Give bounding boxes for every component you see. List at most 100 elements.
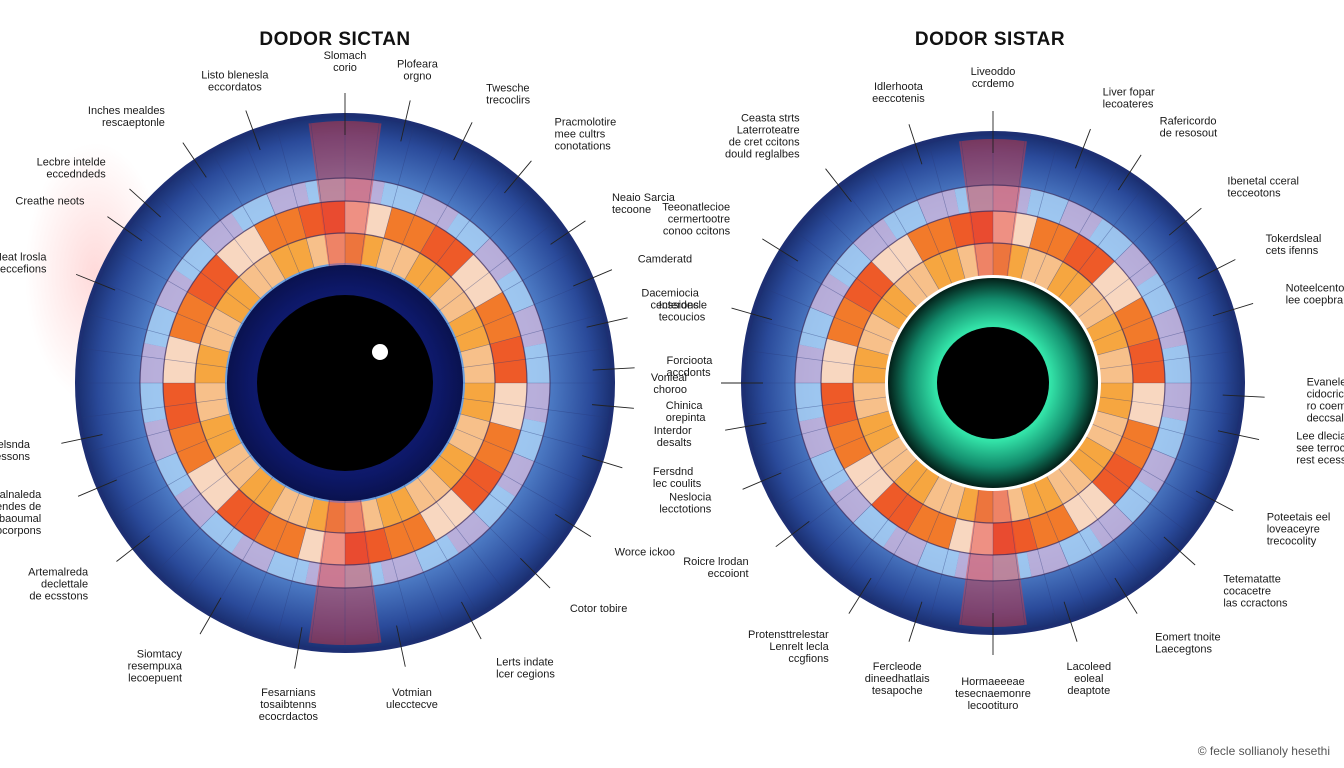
iris-zone-segment: [1026, 541, 1069, 578]
radial-spoke: [843, 187, 930, 300]
radial-spoke: [898, 479, 954, 611]
iris-inner-segment: [429, 443, 475, 490]
iris-inner-segment: [894, 261, 940, 308]
radial-spoke: [212, 485, 287, 612]
iris-orange-segment: [871, 234, 923, 285]
radial-spoke: [276, 127, 315, 270]
iris-zone-segment: [231, 534, 276, 573]
radial-spoke: [818, 208, 919, 309]
label-leader-line: [742, 472, 782, 490]
iris-inner-segment: [200, 414, 242, 458]
iris-inner-segment: [1096, 383, 1133, 420]
label-leader-line: [453, 122, 473, 161]
iris-zone-segment: [496, 452, 535, 497]
iris-orange-segment: [1063, 234, 1115, 285]
radial-spoke: [360, 499, 380, 645]
iris-inner-segment: [857, 410, 901, 453]
label-leader-line: [245, 110, 261, 151]
iris-inner-segment: [460, 383, 495, 422]
zone-label: Noteelcentouelee coepbra: [1286, 283, 1344, 307]
label-leader-line: [182, 142, 207, 178]
radial-spoke: [416, 173, 506, 290]
iris-zone-segment: [140, 343, 167, 383]
radial-spoke: [243, 491, 301, 628]
iris-zone-segment: [798, 307, 835, 350]
iris-orange-segment: [187, 458, 239, 512]
diagram-title: DODOR SICTAN: [259, 29, 410, 50]
radial-spoke: [1097, 396, 1237, 416]
iris-zone-segment: [954, 185, 993, 215]
iris-zone-segment: [917, 188, 960, 225]
radial-spoke: [1056, 187, 1143, 300]
radial-spoke: [389, 491, 447, 628]
iris-inner-segment: [1068, 436, 1115, 482]
iris-orange-segment: [1091, 261, 1142, 313]
label-leader-line: [592, 367, 635, 371]
iris-zone-segment: [795, 383, 825, 422]
label-leader-line: [77, 479, 117, 497]
radial-spoke: [360, 121, 380, 267]
radial-spoke: [1006, 487, 1026, 627]
radial-spoke: [310, 121, 330, 267]
iris-orange-segment: [1128, 338, 1165, 383]
radial-spoke: [458, 413, 601, 452]
zone-label: Creathe neots: [15, 196, 85, 208]
label-leader-line: [1063, 601, 1078, 642]
iris-zone-segment: [828, 478, 872, 524]
iris-orange-segment: [216, 225, 270, 277]
radial-spoke: [1019, 484, 1057, 621]
radial-spoke: [83, 348, 229, 368]
radial-spoke: [116, 441, 243, 516]
radial-spoke: [869, 169, 941, 293]
radial-spoke: [755, 409, 892, 447]
label-leader-line: [731, 307, 773, 321]
radial-spoke: [1067, 457, 1168, 558]
radial-spoke: [898, 155, 954, 287]
label-leader-line: [1075, 128, 1091, 169]
radial-spoke: [458, 314, 601, 353]
radial-spoke: [765, 288, 897, 344]
iris-orange-segment: [420, 225, 474, 277]
zone-label: Cotor tobire: [570, 603, 627, 615]
iris-inner-segment: [871, 284, 918, 330]
radial-spoke: [116, 250, 243, 325]
radial-spoke: [100, 281, 237, 339]
radial-spoke: [1083, 259, 1207, 331]
label-leader-line: [129, 188, 162, 218]
label-leader-line: [725, 422, 767, 431]
iris-zone-segment: [200, 511, 244, 554]
radial-spoke: [83, 398, 229, 418]
radial-spoke: [135, 454, 252, 544]
iris-inner-segment: [270, 486, 314, 528]
iris-zone-segment: [174, 484, 217, 528]
radial-spoke: [1045, 473, 1117, 597]
label-leader-line: [573, 269, 613, 287]
radial-spoke: [158, 466, 262, 570]
iris-zone-segment: [345, 178, 385, 205]
iris-zone-segment: [917, 541, 960, 578]
iris-zone-segment: [1114, 478, 1158, 524]
iris-zone-segment: [798, 416, 835, 459]
zone-boundary: [194, 232, 496, 534]
radial-spoke: [1083, 435, 1207, 507]
label-leader-line: [400, 100, 411, 142]
label-leader-line: [908, 601, 923, 642]
iris-zone-segment: [1151, 307, 1188, 350]
radial-spoke: [416, 476, 506, 593]
label-leader-line: [396, 625, 406, 667]
iris-inner-segment: [993, 243, 1030, 280]
label-leader-line: [1114, 577, 1138, 614]
